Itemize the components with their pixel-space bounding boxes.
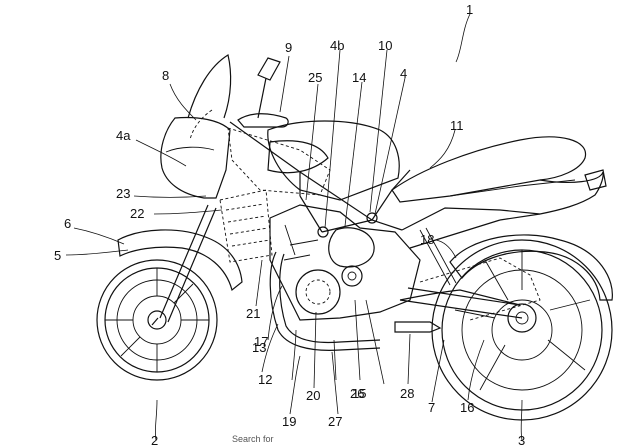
ref-27: 27 (328, 414, 342, 429)
footpeg (394, 321, 442, 333)
ref-26: 26 (350, 386, 364, 401)
windscreen (187, 54, 232, 119)
front-fork (151, 204, 217, 326)
front-cowl (160, 116, 231, 199)
ref-1: 1 (466, 2, 473, 17)
ref-12: 12 (258, 372, 272, 387)
mirror (257, 57, 281, 119)
leader-lines (65, 13, 485, 415)
frame-pivot (317, 226, 329, 238)
front-wheel (96, 259, 218, 381)
frame-pivot (366, 212, 378, 224)
tail-cowl (499, 171, 604, 221)
front-fender (117, 229, 243, 292)
ref-9: 9 (285, 40, 292, 55)
engine (269, 204, 421, 321)
seat (391, 136, 587, 203)
ref-19: 19 (282, 414, 296, 429)
ref-10: 10 (378, 38, 392, 53)
ref-25: 25 (308, 70, 322, 85)
handlebar (237, 113, 289, 128)
swingarm (399, 287, 523, 319)
fuel-tank (267, 120, 400, 201)
ref-4a: 4a (116, 128, 131, 143)
ref-16: 16 (460, 400, 474, 415)
ref-3: 3 (518, 433, 525, 446)
tail-light (584, 169, 607, 191)
rear-fender (449, 234, 613, 301)
ref-4b: 4b (330, 38, 344, 53)
ref-14: 14 (352, 70, 366, 85)
ref-8: 8 (162, 68, 169, 83)
ref-6: 6 (64, 216, 71, 231)
search-caption: Search for (232, 434, 274, 444)
ref-23: 23 (116, 186, 130, 201)
ref-28: 28 (400, 386, 414, 401)
reference-labels: 1 2 3 4 4a 4b 5 6 7 8 9 10 11 12 13 14 1… (54, 2, 525, 446)
ref-11: 11 (450, 118, 464, 133)
ref-2: 2 (151, 433, 158, 446)
radiator (219, 189, 273, 263)
ref-5: 5 (54, 248, 61, 263)
ref-15: 15 (352, 386, 366, 401)
frame (229, 121, 411, 233)
ref-4: 4 (400, 66, 407, 81)
ref-18: 18 (420, 232, 434, 247)
rear-wheel (431, 239, 613, 421)
ref-20: 20 (306, 388, 320, 403)
ref-22: 22 (130, 206, 144, 221)
ref-7: 7 (428, 400, 435, 415)
ref-13: 13 (252, 340, 266, 355)
ref-21: 21 (246, 306, 260, 321)
ref-17: 17 (254, 334, 268, 349)
exhaust-pipe (269, 251, 381, 351)
